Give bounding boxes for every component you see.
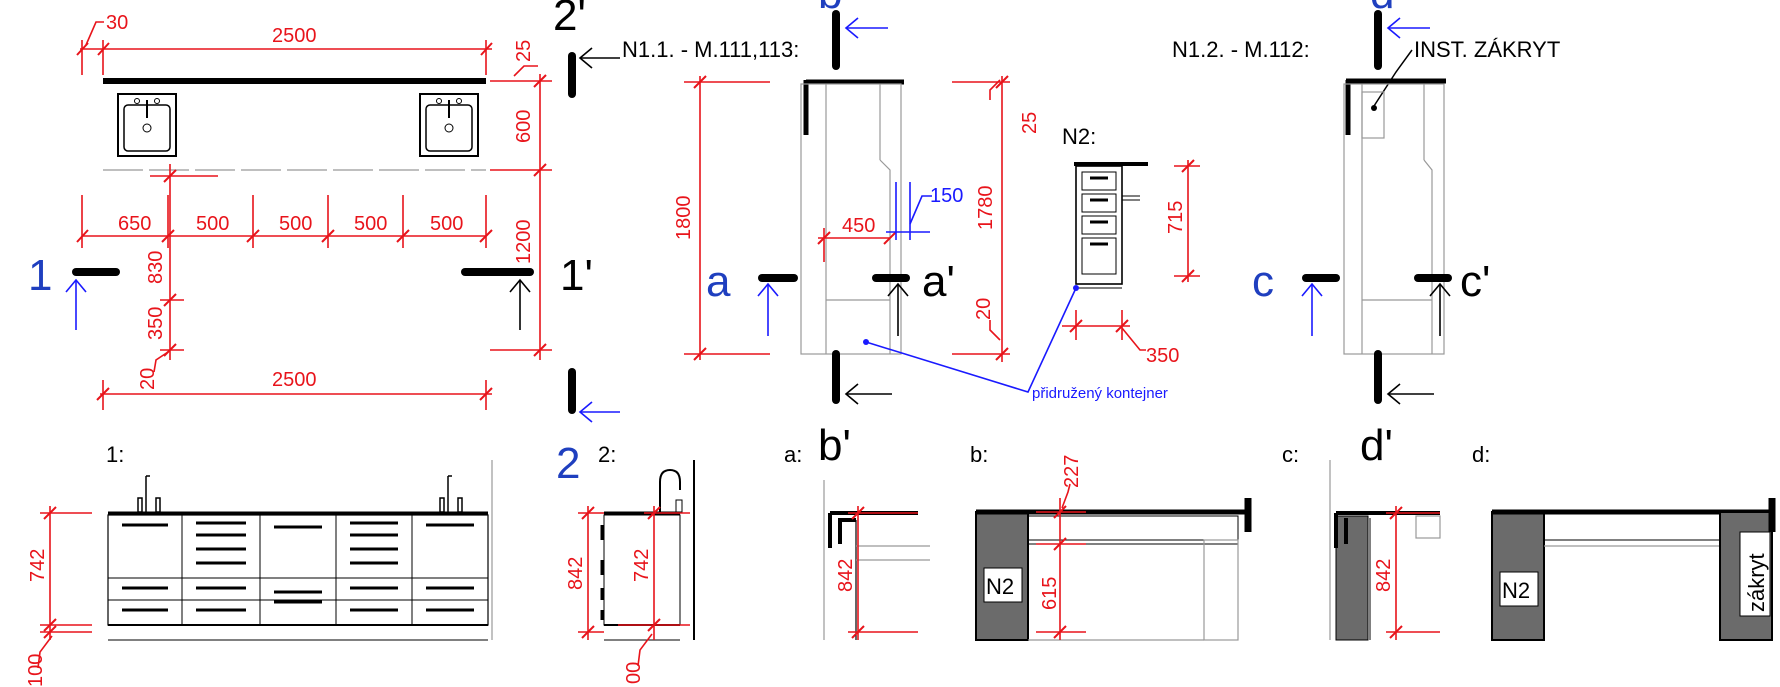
dim-2500-top: 2500 [272, 25, 317, 47]
dim-227-sb: 227 [1061, 455, 1083, 488]
section-a: a: 842 [784, 442, 930, 640]
dim-500-2: 500 [279, 213, 312, 235]
dim-25: 25 [513, 40, 535, 62]
marker-2-prime: 2' [553, 0, 586, 40]
dim-30: 30 [106, 12, 128, 34]
faucet-side-icon [659, 468, 681, 513]
dim-600: 600 [513, 110, 535, 143]
section-2-label: 2: [598, 442, 616, 467]
marker-b-prime: b' [818, 421, 851, 470]
dim-500-1: 500 [196, 213, 229, 235]
detail-n11-title: N1.1. - M.111,113: [622, 37, 799, 62]
section-b-box-n2: N2 [986, 574, 1014, 599]
dim-615-sb: 615 [1039, 577, 1061, 610]
dim-1800: 1800 [673, 196, 695, 241]
detail-n2-title: N2: [1062, 124, 1096, 149]
section-2: 2: 842 742 00 [565, 442, 695, 684]
section-b-label: b: [970, 442, 988, 467]
marker-c-prime: c' [1460, 257, 1490, 306]
section-d-zakryt: zákryt [1744, 553, 1769, 612]
dim-20-n11: 20 [973, 298, 995, 320]
dim-350: 350 [145, 307, 167, 340]
section-c-label: c: [1282, 442, 1299, 467]
marker-a-prime: a' [922, 257, 955, 306]
detail-n11: N1.1. - M.111,113: b 1800 1780 25 20 450 [622, 0, 1041, 470]
dim-450: 450 [842, 215, 875, 237]
marker-2: 2 [556, 439, 580, 488]
section-1-label: 1: [106, 442, 124, 467]
dim-650: 650 [118, 213, 151, 235]
section-d-label: d: [1472, 442, 1490, 467]
dim-842-sc: 842 [1373, 559, 1395, 592]
section-1: 1: 742 100 [25, 442, 493, 687]
dim-500-4: 500 [430, 213, 463, 235]
section-d: d: N2 zákryt [1472, 442, 1776, 641]
note-inst-zakryt: INST. ZÁKRYT [1414, 37, 1560, 62]
marker-d: d [1370, 0, 1394, 18]
dim-150: 150 [930, 185, 963, 207]
dim-842-sa: 842 [835, 559, 857, 592]
dim-742-s1: 742 [27, 549, 49, 582]
plan-view: 30 2500 25 600 1200 650 500 500 500 500 … [28, 0, 620, 488]
dim-100-s1: 100 [25, 654, 47, 687]
dim-742-s2: 742 [631, 549, 653, 582]
detail-n12: N1.2. - M.112: d INST. ZÁKRYT c c' d' [1172, 0, 1560, 470]
faucet-right-icon [439, 475, 463, 513]
marker-1: 1 [28, 251, 52, 300]
dim-1200: 1200 [513, 220, 535, 265]
dim-25-n11: 25 [1019, 112, 1041, 134]
dim-1780: 1780 [975, 186, 997, 231]
dim-500-3: 500 [354, 213, 387, 235]
dim-830: 830 [145, 251, 167, 284]
dim-00-s2: 00 [623, 662, 645, 684]
section-b: b: N2 227 615 [970, 442, 1252, 641]
marker-1-prime: 1' [560, 251, 593, 300]
detail-n2: N2: 715 350 přidružený kontejner [863, 124, 1200, 402]
section-c: c: 842 [1282, 442, 1441, 641]
dim-715: 715 [1165, 201, 1187, 234]
note-pridruzeny-kontejner: přidružený kontejner [1032, 385, 1168, 402]
dim-350-n2: 350 [1146, 345, 1179, 367]
section-a-label: a: [784, 442, 802, 467]
section-d-box-n2: N2 [1502, 578, 1530, 603]
dim-2500-bottom: 2500 [272, 369, 317, 391]
marker-a: a [706, 257, 731, 306]
marker-c: c [1252, 257, 1274, 306]
sink-right-icon [419, 93, 479, 157]
sink-left-icon [117, 93, 177, 157]
marker-d-prime: d' [1360, 421, 1393, 470]
dim-842-s2: 842 [565, 557, 587, 590]
detail-n12-title: N1.2. - M.112: [1172, 37, 1310, 62]
dim-20: 20 [137, 368, 159, 390]
faucet-left-icon [137, 475, 161, 513]
